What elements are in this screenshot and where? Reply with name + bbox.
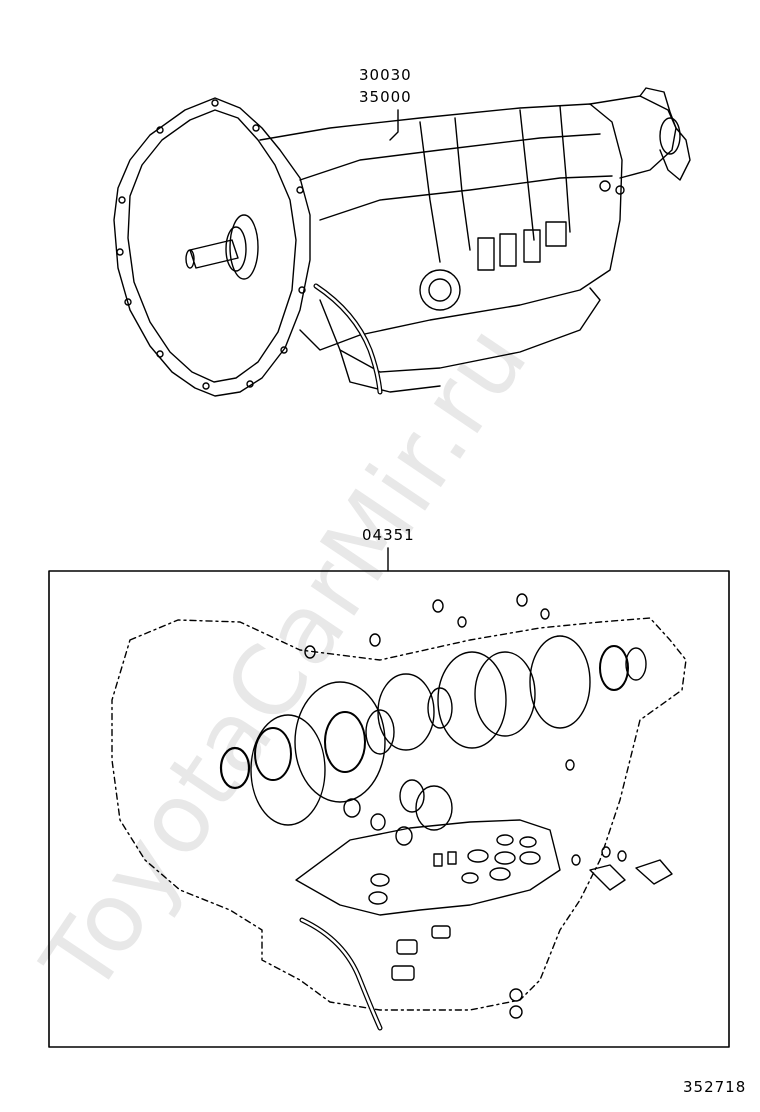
transmission-case	[259, 103, 623, 351]
dipstick-tube-phantom	[299, 917, 383, 1031]
part-number-35000: 35000	[359, 88, 412, 106]
figure-number: 352718	[683, 1078, 747, 1096]
oil-pan	[319, 287, 601, 373]
bell-housing	[113, 97, 311, 397]
part-number-04351: 04351	[362, 526, 415, 544]
gasket-kit-frame	[48, 570, 730, 1048]
part-number-30030: 30030	[359, 66, 412, 84]
output-flange	[639, 87, 691, 181]
valve-body-gasket	[295, 819, 561, 916]
phantom-case-outline	[111, 617, 687, 1011]
